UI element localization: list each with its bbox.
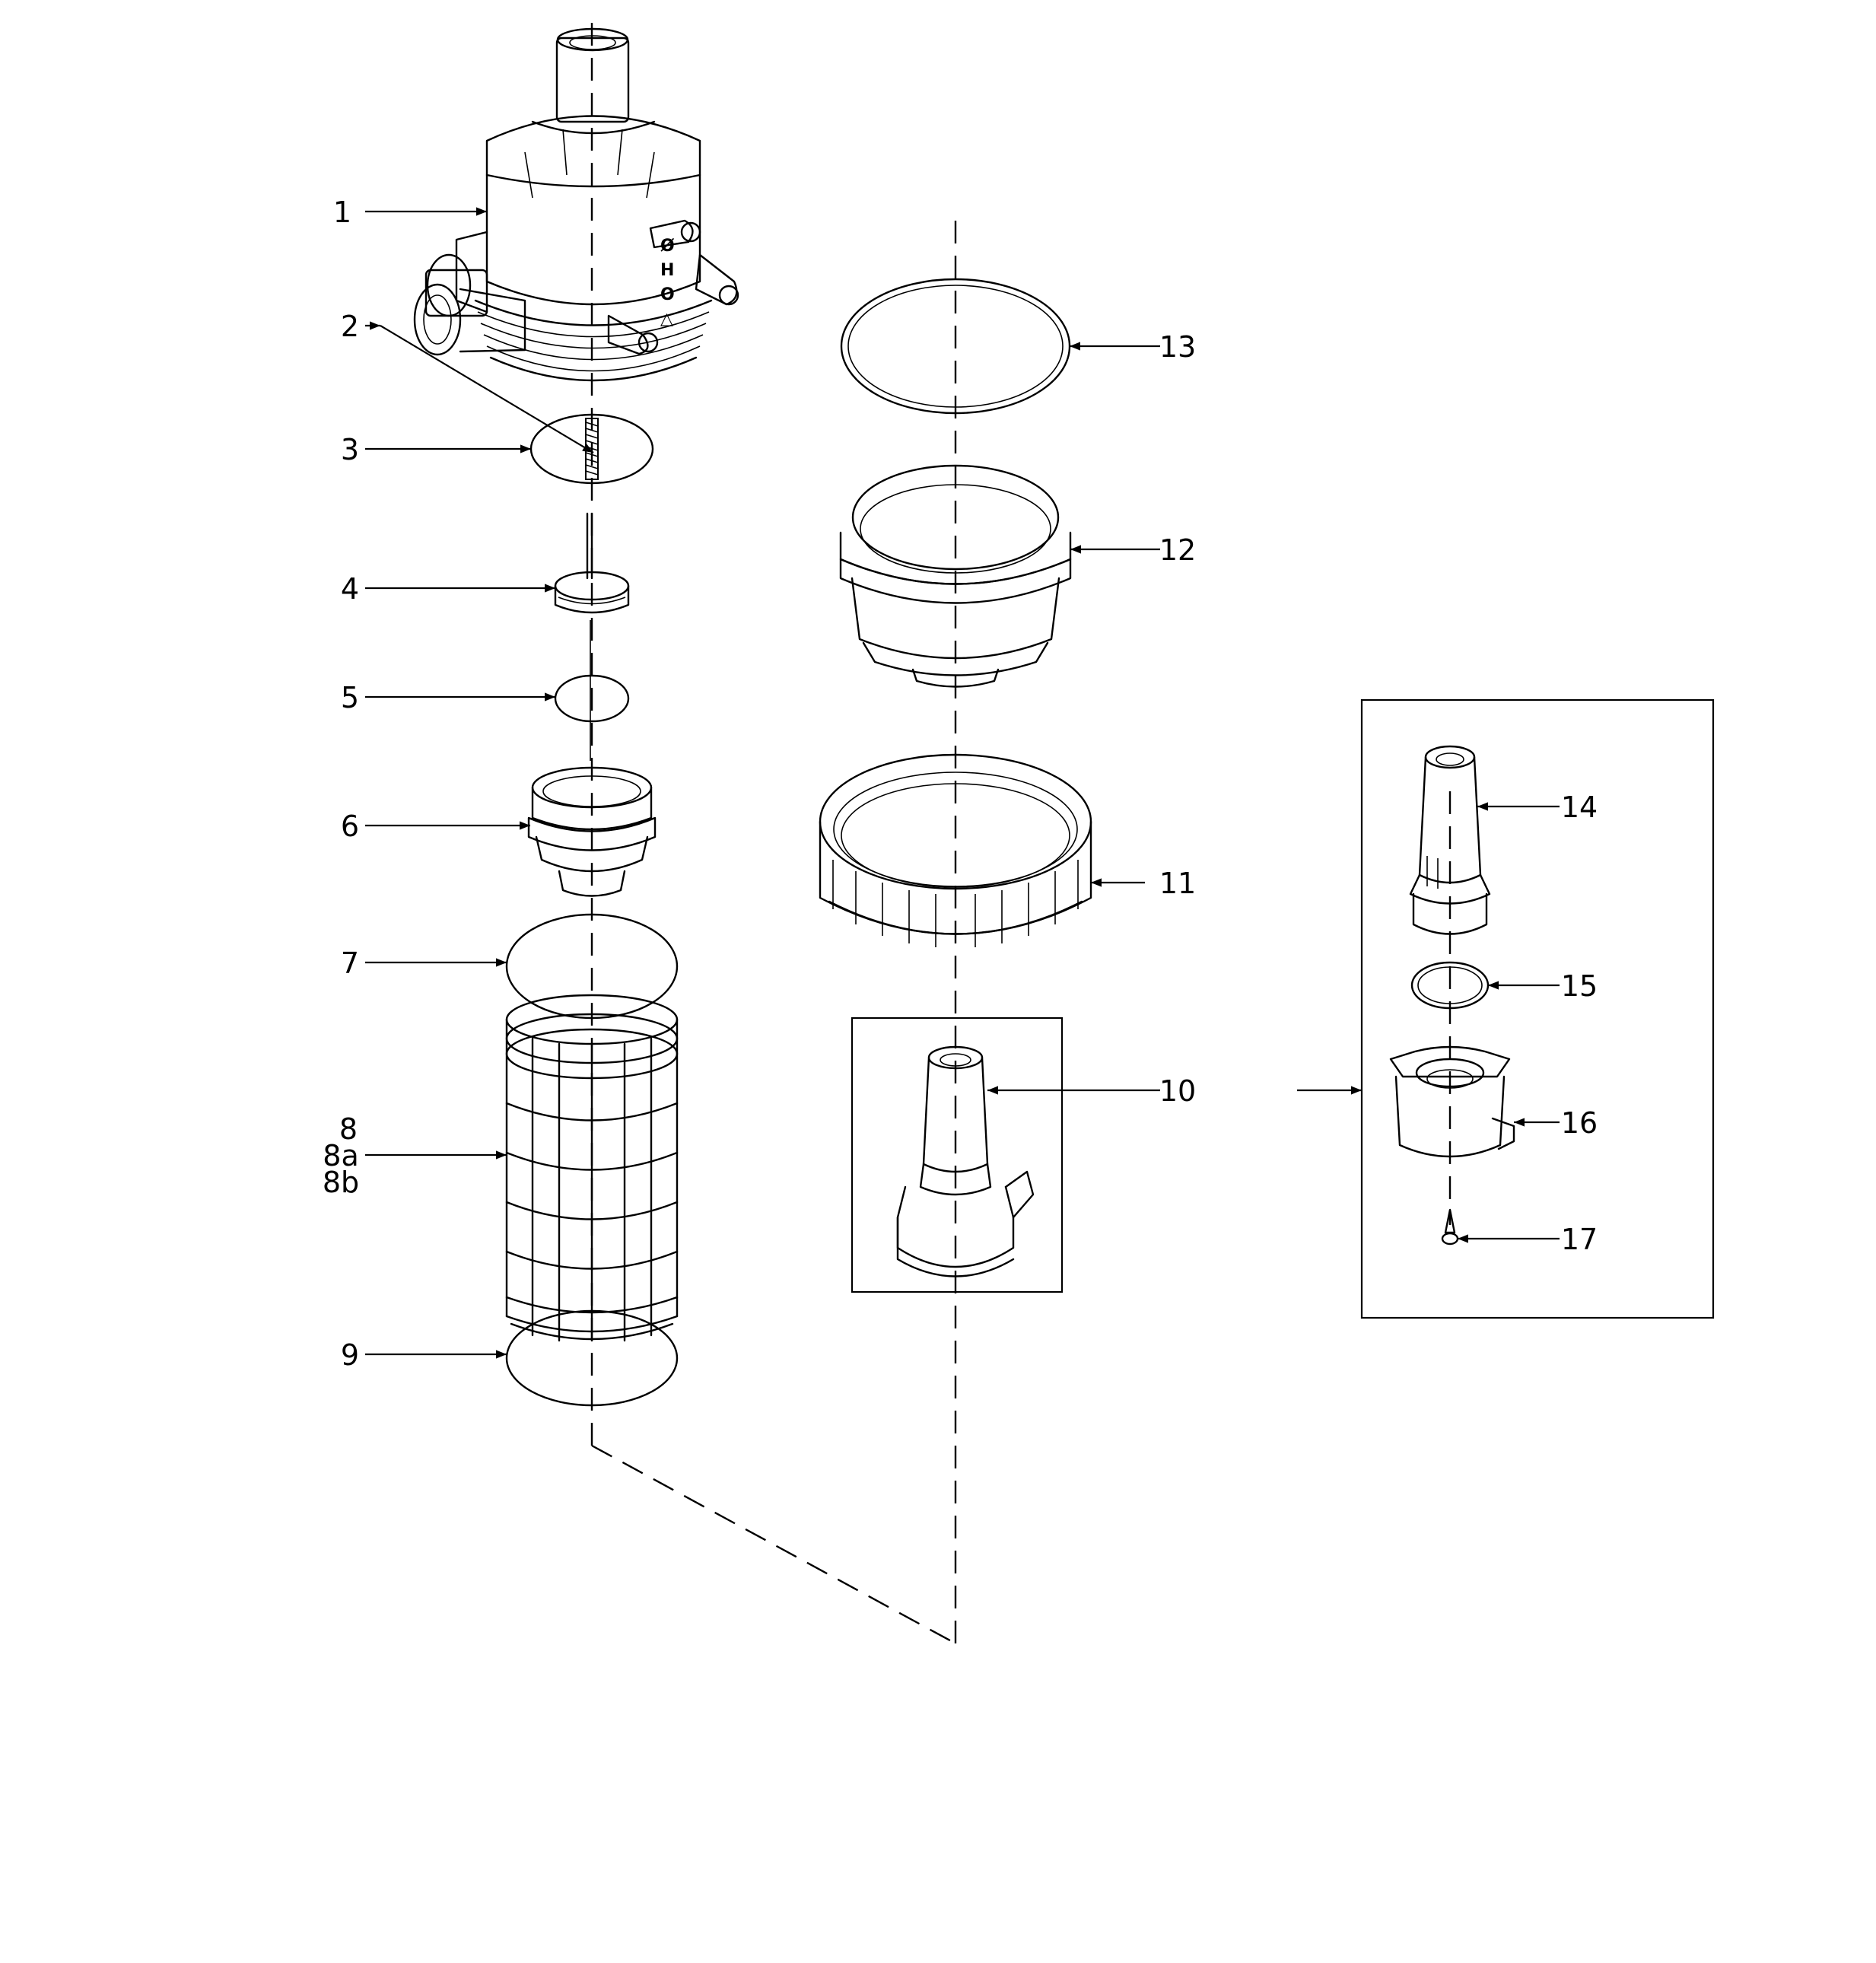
callout-12: 12 xyxy=(1159,533,1196,567)
callout-15: 15 xyxy=(1561,969,1598,1003)
callout-3: 3 xyxy=(341,433,359,466)
part-14-drain-nozzle xyxy=(1409,745,1491,935)
part-8-screen-element xyxy=(505,994,679,1342)
detail-box-14-17 xyxy=(1360,698,1715,1319)
callout-4: 4 xyxy=(341,572,359,606)
svg-text:Ø: Ø xyxy=(660,237,675,256)
part-10-detail-box xyxy=(851,1016,1064,1293)
callout-labels: 1 2 3 4 5 6 7 8 8a 8b 9 10 11 12 13 14 1… xyxy=(323,196,1598,1372)
part-4-piston xyxy=(554,512,630,761)
callout-5: 5 xyxy=(341,681,359,714)
svg-text:H: H xyxy=(660,261,674,280)
callout-1: 1 xyxy=(333,196,351,229)
callout-17: 17 xyxy=(1561,1223,1598,1256)
callout-8: 8 xyxy=(339,1112,358,1146)
callout-8a: 8a xyxy=(323,1139,358,1172)
callout-leader-lines xyxy=(365,207,1560,1359)
svg-text:O: O xyxy=(660,285,675,304)
callout-16: 16 xyxy=(1561,1106,1598,1140)
part-16-drain-cap xyxy=(1389,1045,1515,1158)
part-1-filter-head: Ø H O △ xyxy=(413,27,739,382)
part-5-o-ring xyxy=(554,674,630,723)
callout-13: 13 xyxy=(1159,330,1196,364)
callout-8b: 8b xyxy=(323,1166,359,1199)
callout-10: 10 xyxy=(1159,1074,1196,1108)
part-6-valve-seat xyxy=(527,766,657,897)
callout-2: 2 xyxy=(341,310,359,343)
callout-14: 14 xyxy=(1561,791,1598,824)
part-7-o-ring xyxy=(505,913,679,1020)
part-10-drain-valve xyxy=(896,1045,1035,1277)
callout-11: 11 xyxy=(1159,867,1196,900)
callout-6: 6 xyxy=(341,810,359,843)
part-11-ring-nut xyxy=(819,753,1092,947)
callout-7: 7 xyxy=(341,947,359,980)
part-12-filter-bowl xyxy=(839,464,1072,688)
part-9-o-ring xyxy=(505,1309,679,1407)
callout-9: 9 xyxy=(341,1338,359,1372)
assembly-axis-lines xyxy=(590,23,1452,1645)
